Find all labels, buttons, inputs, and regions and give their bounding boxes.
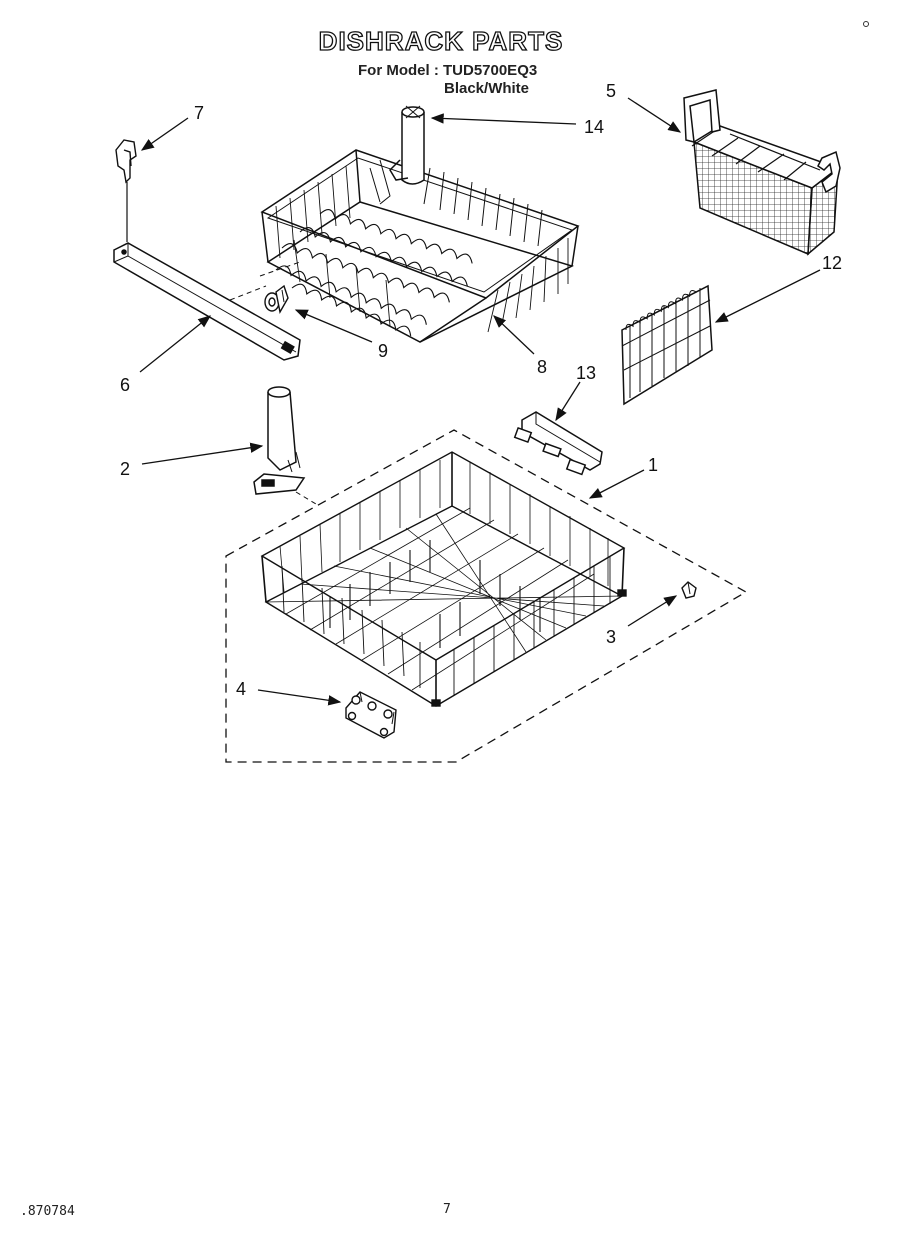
page-number: 7 [443,1202,451,1217]
callout-3: 3 [606,627,617,647]
callout-6: 6 [120,375,131,395]
part-7-rack-stop [115,139,137,242]
page-title: DISHRACK PARTS [318,25,564,56]
track-hidden-line [229,261,301,301]
callout-1: 1 [648,455,659,475]
part-5-silverware-basket [683,89,841,256]
part-4-roller-assembly [345,691,397,739]
callout-13: 13 [576,363,597,383]
part-6-track [113,242,301,361]
model-line: For Model : TUD5700EQ3 [358,62,538,79]
callout-14: 14 [584,117,605,137]
callout-9: 9 [378,341,389,361]
part-1-lower-rack [260,451,627,707]
part-14-spray-tube [389,105,425,185]
doc-number: .870784 [20,1204,75,1219]
part-2-lower-tube [253,386,306,495]
tube-hidden-line [295,491,317,505]
part-9-roller [264,284,289,314]
callout-8: 8 [537,357,548,377]
callout-5: 5 [606,81,617,101]
part-8-upper-rack [260,149,580,343]
tub-outline [225,429,748,763]
part-3-stud [681,581,697,599]
callout-2: 2 [120,459,131,479]
color-line: Black/White [444,80,530,97]
part-12-divider [621,284,713,406]
leader-lines [139,97,821,706]
callout-7: 7 [194,103,205,123]
corner-mark [863,21,869,27]
part-13-bumper [513,411,603,476]
callout-4: 4 [236,679,247,699]
callout-12: 12 [822,253,843,273]
